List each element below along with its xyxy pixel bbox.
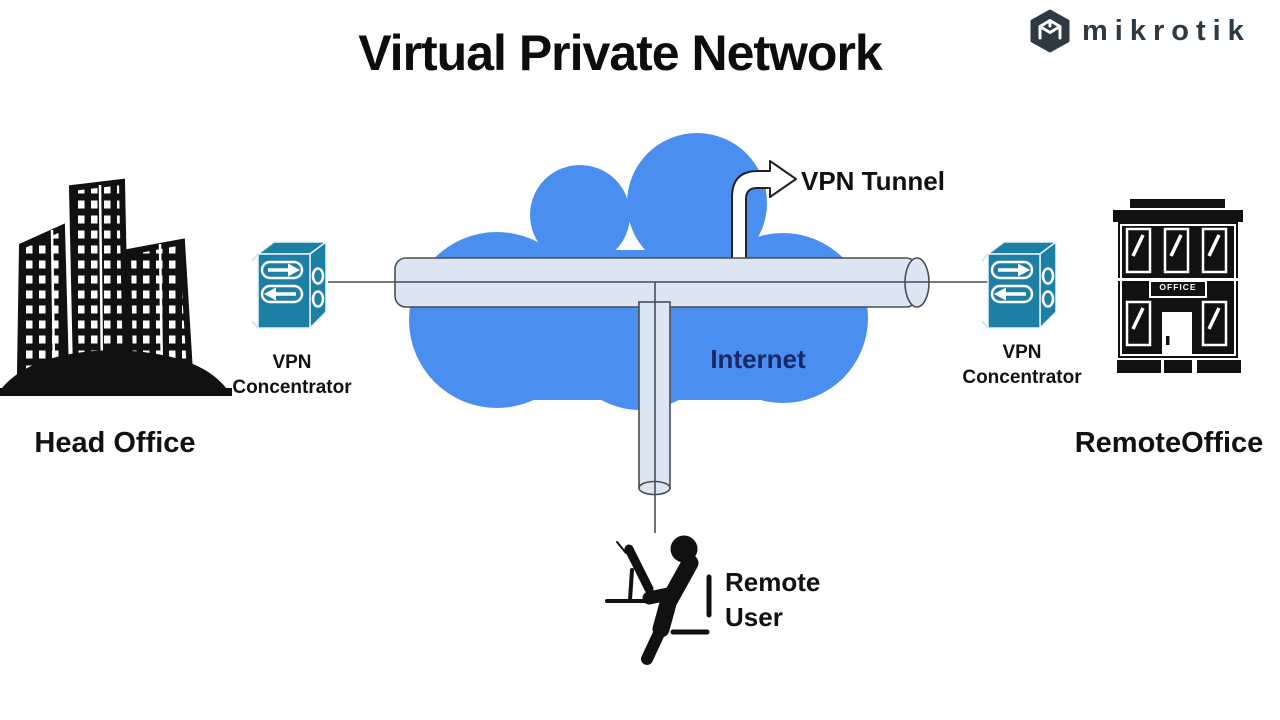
remote-office-label: RemoteOffice [1074, 427, 1264, 459]
vpn-tunnel-arrow-icon [731, 160, 797, 263]
remote-user-line1: Remote [725, 567, 821, 597]
head-office-building-icon [0, 178, 232, 396]
vpn-concentrator-right-line2: Concentrator [962, 367, 1082, 388]
remote-user-icon [605, 535, 712, 665]
mikrotik-wordmark: mikrotik [1082, 14, 1251, 47]
vpn-concentrator-left-icon [250, 240, 328, 330]
internet-label: Internet [710, 344, 806, 374]
head-office-label: Head Office [34, 427, 196, 459]
vpn-concentrator-left-line2: Concentrator [232, 377, 352, 398]
mikrotik-hexagon-icon [1030, 9, 1070, 53]
vpn-concentrator-right-label: VPN Concentrator [947, 340, 1097, 390]
vpn-concentrator-right-line1: VPN [1002, 342, 1042, 363]
mikrotik-logo: mikrotik [1028, 8, 1274, 54]
vpn-tunnel-label: VPN Tunnel [801, 166, 945, 196]
remote-office-building-icon [1113, 199, 1243, 373]
remote-user-line2: User [725, 602, 783, 632]
page-title: Virtual Private Network [358, 25, 883, 81]
remote-user-label: Remote User [725, 565, 820, 635]
vpn-concentrator-left-line1: VPN [272, 352, 312, 373]
vpn-concentrator-left-label: VPN Concentrator [217, 350, 367, 400]
vpn-concentrator-right-icon [980, 240, 1058, 330]
office-sign-label: OFFICE [1159, 282, 1197, 292]
